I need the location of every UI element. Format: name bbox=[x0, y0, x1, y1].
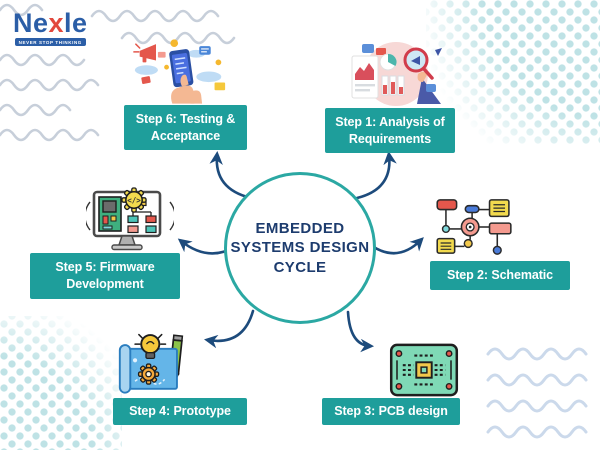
step3-label: Step 3: PCB design bbox=[322, 398, 460, 425]
cycle-title-line: SYSTEMS DESIGN bbox=[230, 239, 370, 257]
testing-phone-illustration bbox=[133, 39, 226, 104]
cycle-title-circle: EMBEDDED SYSTEMS DESIGN CYCLE bbox=[224, 172, 376, 324]
step4-label: Step 4: Prototype bbox=[113, 398, 247, 425]
step1-label: Step 1: Analysis of Requirements bbox=[325, 108, 455, 153]
nexle-logo: Nexle NEVER STOP THINKING bbox=[13, 10, 88, 46]
cycle-title-line: EMBEDDED bbox=[255, 219, 345, 237]
step2-label: Step 2: Schematic bbox=[430, 261, 570, 290]
firmware-monitor-illustration: </> bbox=[86, 187, 174, 251]
prototype-blueprint-illustration bbox=[118, 333, 184, 394]
waves-pattern-bottom-right bbox=[486, 347, 588, 439]
arrow-to-step4 bbox=[204, 309, 255, 349]
step5-label: Step 5: Firmware Development bbox=[30, 253, 180, 299]
cycle-title-line: CYCLE bbox=[273, 258, 327, 276]
arrow-to-step2 bbox=[370, 237, 424, 255]
arrow-to-step3 bbox=[346, 310, 375, 353]
step6-label: Step 6: Testing & Acceptance bbox=[124, 105, 247, 150]
halftone-dots-pattern-bottom-left bbox=[0, 316, 122, 450]
pcb-board-illustration bbox=[389, 343, 459, 397]
svg-text:</>: </> bbox=[127, 196, 141, 205]
schematic-flowchart-illustration bbox=[436, 199, 512, 255]
arrow-to-step1 bbox=[355, 150, 397, 200]
nexle-logo-wordmark: Nexle bbox=[13, 8, 88, 38]
nexle-logo-tagline: NEVER STOP THINKING bbox=[14, 38, 86, 46]
requirements-analysis-illustration bbox=[351, 42, 442, 106]
arrow-to-step6 bbox=[209, 150, 253, 200]
